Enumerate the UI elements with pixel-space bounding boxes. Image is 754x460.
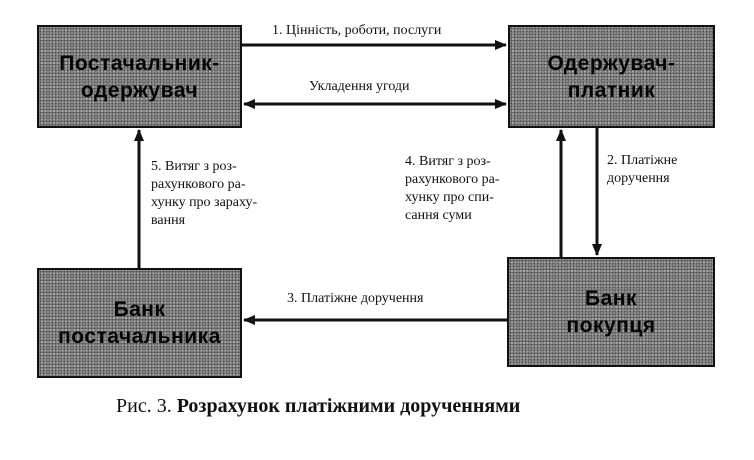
buyer-bank-label: Банк покупця <box>566 287 656 337</box>
buyer-bank-box: Банк покупця <box>507 257 715 367</box>
caption-prefix: Рис. 3. <box>116 395 172 417</box>
recipient-payer-box: Одержувач- платник <box>508 25 715 128</box>
supplier-bank-box: Банк постачальника <box>37 268 242 378</box>
recipient-payer-label: Одержувач- платник <box>547 51 676 102</box>
supplier-recipient-box: Постачальник- одержувач <box>37 25 242 128</box>
step-5-label: 5. Витяг з роз- рахункового ра- хунку пр… <box>151 159 258 228</box>
step-2-label: 2. Платіжне доручення <box>607 153 678 186</box>
supplier-recipient-label: Постачальник- одержувач <box>59 51 220 102</box>
agreement-label: Укладення угоди <box>309 79 410 94</box>
step-3-label: 3. Платіжне доручення <box>287 291 424 306</box>
supplier-bank-label: Банк постачальника <box>58 298 221 348</box>
step-4-label: 4. Витяг з роз- рахункового ра- хунку пр… <box>405 154 500 223</box>
step-1-label: 1. Цінність, роботи, послуги <box>272 23 442 38</box>
figure-caption: Рис. 3. Розрахунок платіжними дорученням… <box>116 395 520 418</box>
caption-title: Розрахунок платіжними дорученнями <box>176 395 521 417</box>
